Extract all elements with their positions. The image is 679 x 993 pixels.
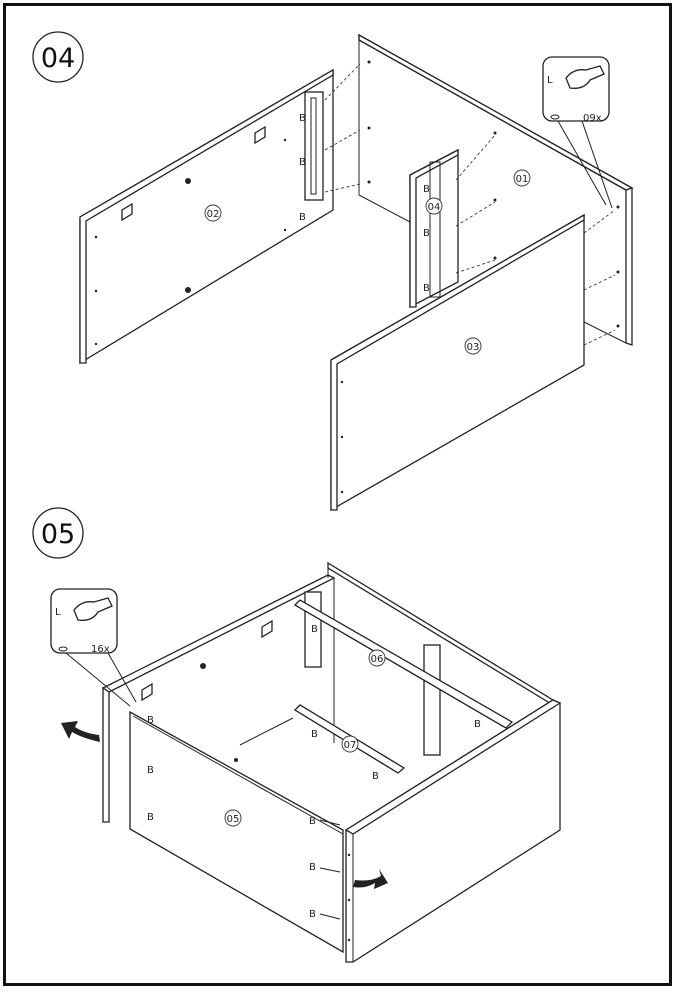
panel-04: 04 B B B xyxy=(409,134,496,309)
detail-bubble-step-05: L 16x xyxy=(50,588,137,707)
step-number: 05 xyxy=(41,519,75,550)
detail-bubble-step-04: L 09x xyxy=(542,56,613,209)
panel-03: 03 xyxy=(330,209,616,512)
step-05: 05 06 B B 07 xyxy=(32,507,562,963)
instruction-sheet-frame xyxy=(3,3,672,986)
step-number-circle xyxy=(32,31,84,83)
svg-text:B: B xyxy=(423,228,430,239)
svg-text:B: B xyxy=(423,184,430,195)
svg-text:B: B xyxy=(299,157,306,168)
svg-text:B: B xyxy=(309,816,316,827)
step-04: 04 01 02 B B xyxy=(32,31,634,512)
svg-text:B: B xyxy=(309,862,316,873)
tool-letter: L xyxy=(55,607,61,618)
step-number-circle xyxy=(32,507,84,559)
svg-text:B: B xyxy=(299,113,306,124)
part-label: 07 xyxy=(344,740,357,751)
part-label: 03 xyxy=(467,342,480,353)
svg-text:B: B xyxy=(147,765,154,776)
carcass-back xyxy=(101,561,554,823)
tool-letter: L xyxy=(547,75,553,86)
rail-02 xyxy=(304,91,324,201)
panel-02: 02 B B B xyxy=(79,63,361,365)
push-arrow-left xyxy=(61,721,100,742)
part-label: 02 xyxy=(207,209,220,220)
svg-text:B: B xyxy=(147,812,154,823)
svg-text:B: B xyxy=(474,719,481,730)
push-arrow-right xyxy=(353,869,388,889)
part-label: 06 xyxy=(371,654,384,665)
svg-text:B: B xyxy=(311,624,318,635)
svg-text:B: B xyxy=(299,212,306,223)
step-number: 04 xyxy=(41,43,75,74)
svg-text:B: B xyxy=(372,771,379,782)
panel-01: 01 xyxy=(358,33,634,346)
part-label-circle xyxy=(513,169,531,187)
svg-text:B: B xyxy=(147,715,154,726)
rail-06: 06 B B xyxy=(293,599,514,730)
rail-07: 07 B B xyxy=(293,704,406,782)
part-label: 04 xyxy=(428,202,441,213)
panel-05: 05 B B B B B B xyxy=(129,710,344,954)
quantity-label: 16x xyxy=(91,644,110,655)
svg-text:B: B xyxy=(311,729,318,740)
svg-text:B: B xyxy=(423,283,430,294)
svg-text:B: B xyxy=(309,909,316,920)
part-label: 01 xyxy=(516,174,529,185)
side-panel-right xyxy=(344,699,562,963)
quantity-label: 09x xyxy=(583,113,602,124)
part-label: 05 xyxy=(227,814,240,825)
